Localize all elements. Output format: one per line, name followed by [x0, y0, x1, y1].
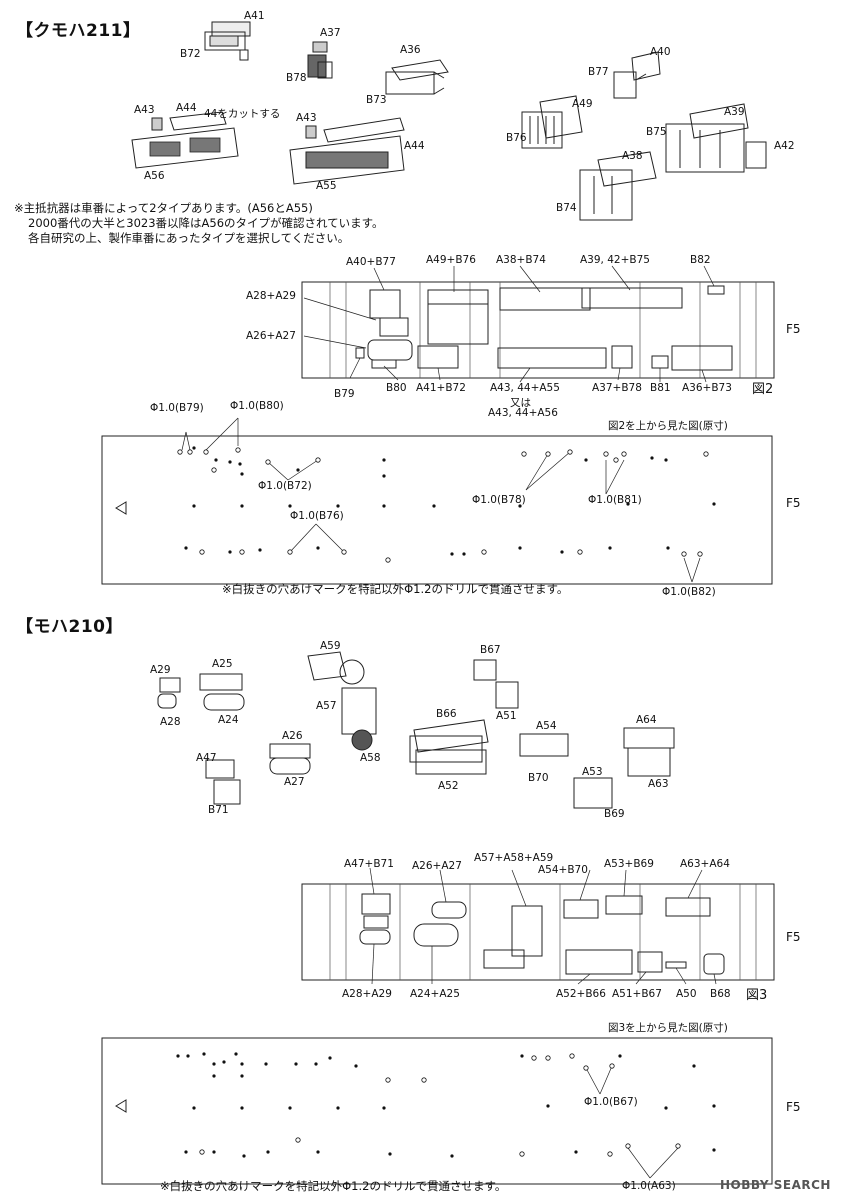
part-label-a24: A24	[218, 714, 239, 726]
hole-label-a63: Φ1.0(A63)	[622, 1180, 676, 1192]
side-label-a54-b70: A54+B70	[538, 864, 588, 876]
figure-label-2: 図2	[752, 382, 774, 397]
part-label-b66: B66	[436, 708, 457, 720]
f5-label-fig3-side: F5	[786, 930, 801, 944]
f5-label-fig2-top: F5	[786, 496, 801, 510]
part-label-a43-b: A43	[296, 112, 317, 124]
side-label-or: 又は	[510, 397, 531, 409]
side-label-a26-a27: A26+A27	[246, 330, 296, 342]
part-label-a58: A58	[360, 752, 381, 764]
part-label-a53: A53	[582, 766, 603, 778]
part-label-a28: A28	[160, 716, 181, 728]
side-label-a52-b66: A52+B66	[556, 988, 606, 1000]
side-label-b80: B80	[386, 382, 407, 394]
part-label-a44-a: A44	[176, 102, 197, 114]
top-view-caption-fig2: 図2を上から見た図(原寸)	[608, 420, 728, 432]
drill-note-fig3: ※白抜きの穴あけマークを特記以外Φ1.2のドリルで貫通させます。	[160, 1179, 507, 1193]
part-label-a44-b: A44	[404, 140, 425, 152]
top-view-caption-fig3: 図3を上から見た図(原寸)	[608, 1022, 728, 1034]
part-label-a39: A39	[724, 106, 745, 118]
resistor-note-line-2: 2000番代の大半と3023番以降はA56のタイプが確認されています。	[28, 216, 384, 230]
drill-note-fig2: ※白抜きの穴あけマークを特記以外Φ1.2のドリルで貫通させます。	[222, 582, 569, 596]
side-label-a36-b73: A36+B73	[682, 382, 732, 394]
part-label-a27: A27	[284, 776, 305, 788]
part-label-a57: A57	[316, 700, 337, 712]
side-label-a63-a64: A63+A64	[680, 858, 730, 870]
side-label-a28-a29: A28+A29	[246, 290, 296, 302]
hole-label-b79: Φ1.0(B79)	[150, 402, 204, 414]
part-label-a42: A42	[774, 140, 795, 152]
part-label-a36: A36	[400, 44, 421, 56]
side-label-a51-b67: A51+B67	[612, 988, 662, 1000]
side-label-a57-a58-a59: A57+A58+A59	[474, 852, 554, 864]
side-label-a26-a27: A26+A27	[412, 860, 462, 872]
part-label-a49: A49	[572, 98, 593, 110]
side-label-a49-b76: A49+B76	[426, 254, 476, 266]
side-label-a47-b71: A47+B71	[344, 858, 394, 870]
part-label-a52: A52	[438, 780, 459, 792]
part-label-a37: A37	[320, 27, 341, 39]
part-label-b70: B70	[528, 772, 549, 784]
hole-label-b78: Φ1.0(B78)	[472, 494, 526, 506]
part-label-b67: B67	[480, 644, 501, 656]
cut-note: 44をカットする	[204, 108, 281, 120]
side-label-a40-b77: A40+B77	[346, 256, 396, 268]
side-label-a41-b72: A41+B72	[416, 382, 466, 394]
resistor-note-line-3: 各自研究の上、製作車番にあったタイプを選択してください。	[28, 231, 350, 245]
part-label-a38: A38	[622, 150, 643, 162]
figure-label-3: 図3	[746, 988, 768, 1003]
side-label-b81: B81	[650, 382, 671, 394]
part-label-a29: A29	[150, 664, 171, 676]
part-label-a55: A55	[316, 180, 337, 192]
side-label-a50: A50	[676, 988, 697, 1000]
side-label-a39-b75: A39, 42+B75	[580, 254, 650, 266]
side-label-b82: B82	[690, 254, 711, 266]
side-label-a56: A43, 44+A56	[488, 407, 558, 419]
hobby-search-watermark: HOBBY SEARCH	[720, 1178, 831, 1192]
fig3-holes	[176, 1052, 716, 1158]
part-label-b71: B71	[208, 804, 229, 816]
side-label-a28-a29: A28+A29	[342, 988, 392, 1000]
hole-label-b76: Φ1.0(B76)	[290, 510, 344, 522]
section-title-moha210: 【モハ210】	[16, 617, 123, 637]
side-label-b79: B79	[334, 388, 355, 400]
section-title-kumoha211: 【クモハ211】	[16, 21, 141, 41]
side-label-a37-b78: A37+B78	[592, 382, 642, 394]
hole-label-b81: Φ1.0(B81)	[588, 494, 642, 506]
side-label-a53-b69: A53+B69	[604, 858, 654, 870]
part-label-b78: B78	[286, 72, 307, 84]
part-label-a64: A64	[636, 714, 657, 726]
part-label-b74: B74	[556, 202, 577, 214]
fig2-holes	[177, 446, 716, 563]
f5-label-fig3-top: F5	[786, 1100, 801, 1114]
part-label-b75: B75	[646, 126, 667, 138]
part-label-b72: B72	[180, 48, 201, 60]
hole-label-b80: Φ1.0(B80)	[230, 400, 284, 412]
resistor-note-line-1: ※主抵抗器は車番によって2タイプあります。(A56とA55)	[14, 201, 313, 215]
part-label-b73: B73	[366, 94, 387, 106]
hole-label-b72: Φ1.0(B72)	[258, 480, 312, 492]
side-label-a55: A43, 44+A55	[490, 382, 560, 394]
part-label-a63: A63	[648, 778, 669, 790]
side-label-a38-b74: A38+B74	[496, 254, 546, 266]
f5-label-fig2-side: F5	[786, 322, 801, 336]
part-label-a51: A51	[496, 710, 517, 722]
part-label-a54: A54	[536, 720, 557, 732]
part-label-a25: A25	[212, 658, 233, 670]
part-label-b77: B77	[588, 66, 609, 78]
part-label-a47: A47	[196, 752, 217, 764]
hole-label-b82: Φ1.0(B82)	[662, 586, 716, 598]
part-label-a26: A26	[282, 730, 303, 742]
part-label-a43-a: A43	[134, 104, 155, 116]
part-label-a40: A40	[650, 46, 671, 58]
part-label-b76: B76	[506, 132, 527, 144]
part-label-a56: A56	[144, 170, 165, 182]
hole-label-b67: Φ1.0(B67)	[584, 1096, 638, 1108]
part-label-a41: A41	[244, 10, 265, 22]
part-label-a59: A59	[320, 640, 341, 652]
side-label-b68: B68	[710, 988, 731, 1000]
side-label-a24-a25: A24+A25	[410, 988, 460, 1000]
part-label-b69: B69	[604, 808, 625, 820]
